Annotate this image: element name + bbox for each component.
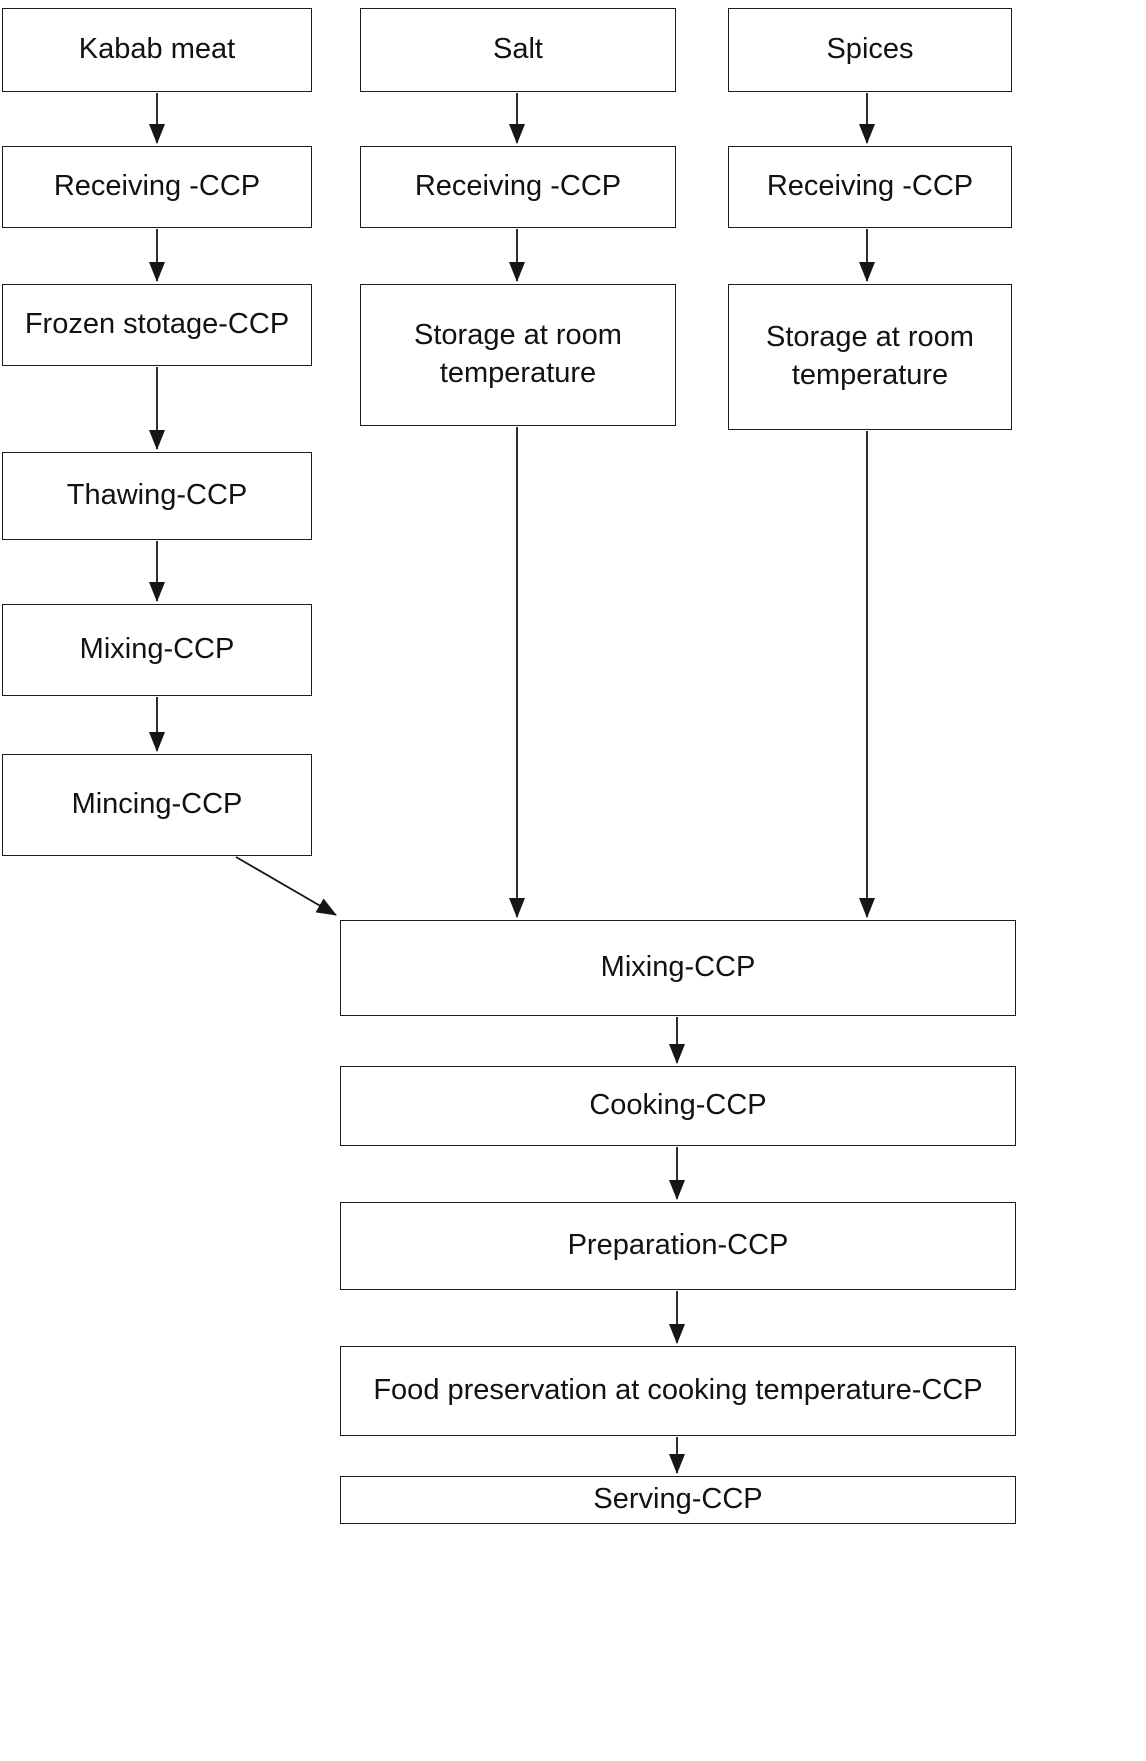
node-spices-storage: Storage at room temperature <box>728 284 1012 430</box>
node-kabab-receiving: Receiving -CCP <box>2 146 312 228</box>
node-serving: Serving-CCP <box>340 1476 1016 1524</box>
node-thawing: Thawing-CCP <box>2 452 312 540</box>
node-mincing: Mincing-CCP <box>2 754 312 856</box>
node-mixing-meat: Mixing-CCP <box>2 604 312 696</box>
node-kabab-meat: Kabab meat <box>2 8 312 92</box>
node-spices: Spices <box>728 8 1012 92</box>
node-salt-receiving: Receiving -CCP <box>360 146 676 228</box>
node-salt: Salt <box>360 8 676 92</box>
arrow-mincing-mixingmain <box>235 856 337 916</box>
node-frozen-storage: Frozen stotage-CCP <box>2 284 312 366</box>
node-food-preservation: Food preservation at cooking temperature… <box>340 1346 1016 1436</box>
node-mixing-main: Mixing-CCP <box>340 920 1016 1016</box>
node-preparation: Preparation-CCP <box>340 1202 1016 1290</box>
node-spices-receiving: Receiving -CCP <box>728 146 1012 228</box>
node-cooking: Cooking-CCP <box>340 1066 1016 1146</box>
node-salt-storage: Storage at room temperature <box>360 284 676 426</box>
